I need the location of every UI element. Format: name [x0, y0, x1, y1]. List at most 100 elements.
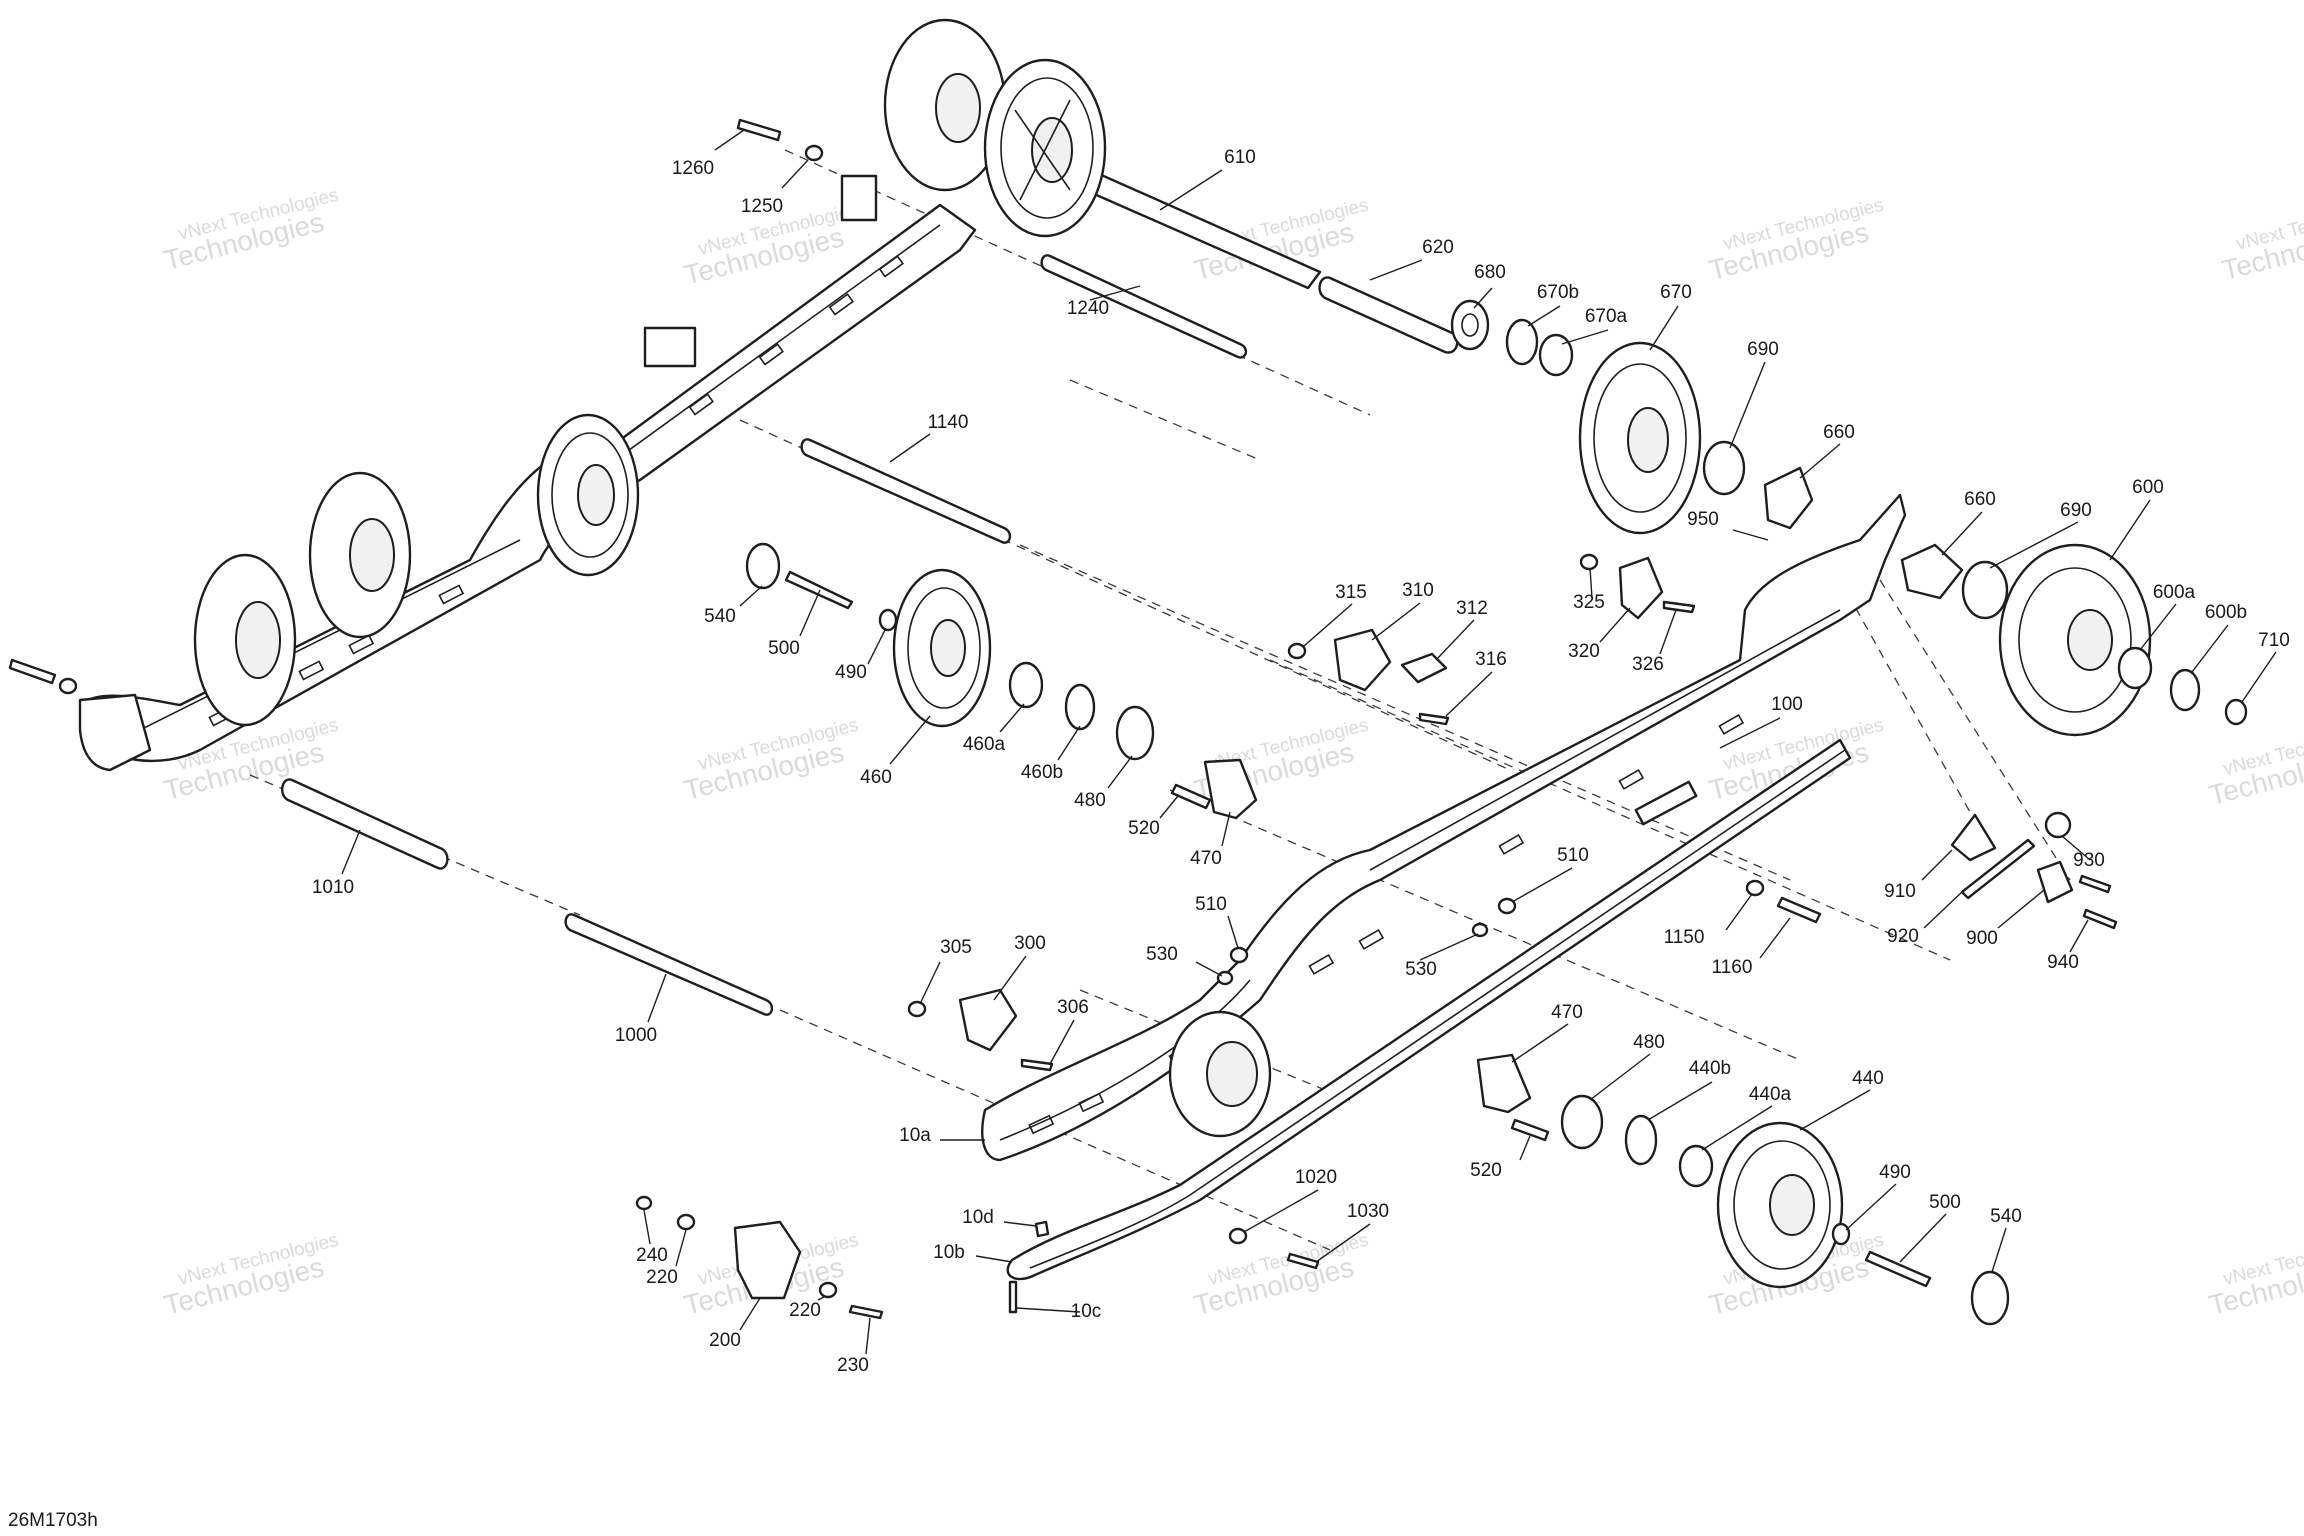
- callout-680: 680: [1474, 262, 1506, 283]
- callout-440a: 440a: [1749, 1084, 1792, 1105]
- nut-510-lower: [1229, 946, 1249, 964]
- callout-10a: 10a: [899, 1125, 931, 1146]
- tube-1140: [800, 438, 1012, 544]
- washer-480: [1115, 705, 1155, 761]
- wheel: [308, 471, 412, 639]
- watermark: vNext Technologies Technologies: [1191, 1230, 1371, 1321]
- callout-10d: 10d: [962, 1207, 994, 1228]
- callout-1000: 1000: [615, 1025, 657, 1046]
- callout-310: 310: [1402, 580, 1434, 601]
- callout-10b: 10b: [933, 1242, 965, 1263]
- callout-460: 460: [860, 767, 892, 788]
- callout-1010: 1010: [312, 877, 354, 898]
- bearing-440a: [1678, 1144, 1714, 1188]
- bolt-front-left: [8, 658, 57, 685]
- callout-910: 910: [1884, 881, 1916, 902]
- callout-306: 306: [1057, 997, 1089, 1018]
- callout-480: 480: [1074, 790, 1106, 811]
- nut-930: [2044, 811, 2072, 839]
- screw-230: [848, 1304, 884, 1320]
- rail-bracket-upper: [840, 174, 878, 222]
- callout-690: 690: [2060, 500, 2092, 521]
- callout-620: 620: [1422, 237, 1454, 258]
- callout-600: 600: [2132, 477, 2164, 498]
- centerline: [779, 1009, 1331, 1251]
- watermark: vNext Technologies Technologies: [1706, 195, 1886, 286]
- callout-930: 930: [2073, 850, 2105, 871]
- washer-710: [2224, 698, 2248, 726]
- bolt-940: [2082, 908, 2118, 930]
- wheel-440-assembly: [1476, 1053, 2010, 1326]
- callout-470: 470: [1551, 1002, 1583, 1023]
- bearing-460a: [1008, 661, 1044, 709]
- callout-940: 940: [2047, 952, 2079, 973]
- bracket-900: [2036, 860, 2074, 904]
- nut-240: [635, 1195, 653, 1211]
- left-rail: [86, 203, 977, 763]
- callout-1020: 1020: [1295, 1167, 1337, 1188]
- right-rail-assembly: [981, 493, 1907, 1281]
- washer-1150: [1745, 879, 1765, 897]
- callout-315: 315: [1335, 582, 1367, 603]
- callout-530: 530: [1405, 959, 1437, 980]
- leader-lines: [341, 129, 2277, 1355]
- washer-220-right: [818, 1281, 838, 1299]
- right-rail-edge: [999, 609, 1841, 1141]
- spoke: [1014, 109, 1071, 191]
- watermark: vNext Technologies Technologies: [681, 715, 861, 806]
- callout-460b: 460b: [1021, 762, 1063, 783]
- callout-710: 710: [2258, 630, 2290, 651]
- washer-325: [1579, 553, 1599, 571]
- watermark: vNext Technologies Technologies: [161, 1230, 341, 1321]
- callout-520: 520: [1470, 1160, 1502, 1181]
- ring-440b: [1624, 1114, 1658, 1166]
- callout-230: 230: [837, 1355, 869, 1376]
- bolt-1260: [736, 118, 782, 142]
- slide-runner-edge: [1029, 749, 1846, 1269]
- callout-100: 100: [1771, 694, 1803, 715]
- callout-530: 530: [1146, 944, 1178, 965]
- tube-1240: [1040, 254, 1248, 359]
- rear-axle-assembly: [883, 18, 1322, 290]
- callout-300: 300: [1014, 933, 1046, 954]
- washer-305: [907, 1000, 927, 1018]
- watermark: vNext Technologies Technologies: [161, 185, 341, 276]
- wheel-600-assembly: [1900, 543, 2248, 737]
- callout-500: 500: [768, 638, 800, 659]
- washer-680: [1450, 299, 1490, 351]
- callout-305: 305: [940, 937, 972, 958]
- callout-600a: 600a: [2153, 582, 2196, 603]
- washer-530-right: [1471, 922, 1489, 938]
- pin-10d: [1034, 1220, 1050, 1238]
- callout-1260: 1260: [672, 158, 714, 179]
- ring-670b: [1505, 318, 1539, 366]
- callout-510: 510: [1557, 845, 1589, 866]
- callout-325: 325: [1573, 592, 1605, 613]
- callout-240: 240: [636, 1245, 668, 1266]
- block-320: [1618, 556, 1664, 620]
- callout-490: 490: [835, 662, 867, 683]
- washer-540-lower: [1970, 1270, 2010, 1326]
- pin-10c: [1008, 1280, 1018, 1314]
- washer-front-left: [58, 677, 78, 695]
- callout-470: 470: [1190, 848, 1222, 869]
- wheel-670-assembly: [1450, 299, 1814, 535]
- callout-660: 660: [1964, 489, 1996, 510]
- washer-315: [1287, 642, 1307, 660]
- callout-610: 610: [1224, 147, 1256, 168]
- screw-316: [1418, 712, 1450, 726]
- bolt-1030: [1286, 1252, 1320, 1270]
- callout-920: 920: [1887, 926, 1919, 947]
- bolt-500: [784, 570, 854, 610]
- right-rail: [981, 493, 1907, 1162]
- shaft-920: [1960, 838, 2036, 900]
- center-blocks: [1287, 553, 1696, 726]
- washer-1020: [1228, 1227, 1248, 1245]
- callout-690: 690: [1747, 339, 1779, 360]
- callout-600b: 600b: [2205, 602, 2247, 623]
- callout-510: 510: [1195, 894, 1227, 915]
- callout-220: 220: [646, 1267, 678, 1288]
- screw-520-lower: [1510, 1118, 1550, 1142]
- bolt-930: [2078, 874, 2112, 894]
- bearing-670a: [1538, 333, 1574, 377]
